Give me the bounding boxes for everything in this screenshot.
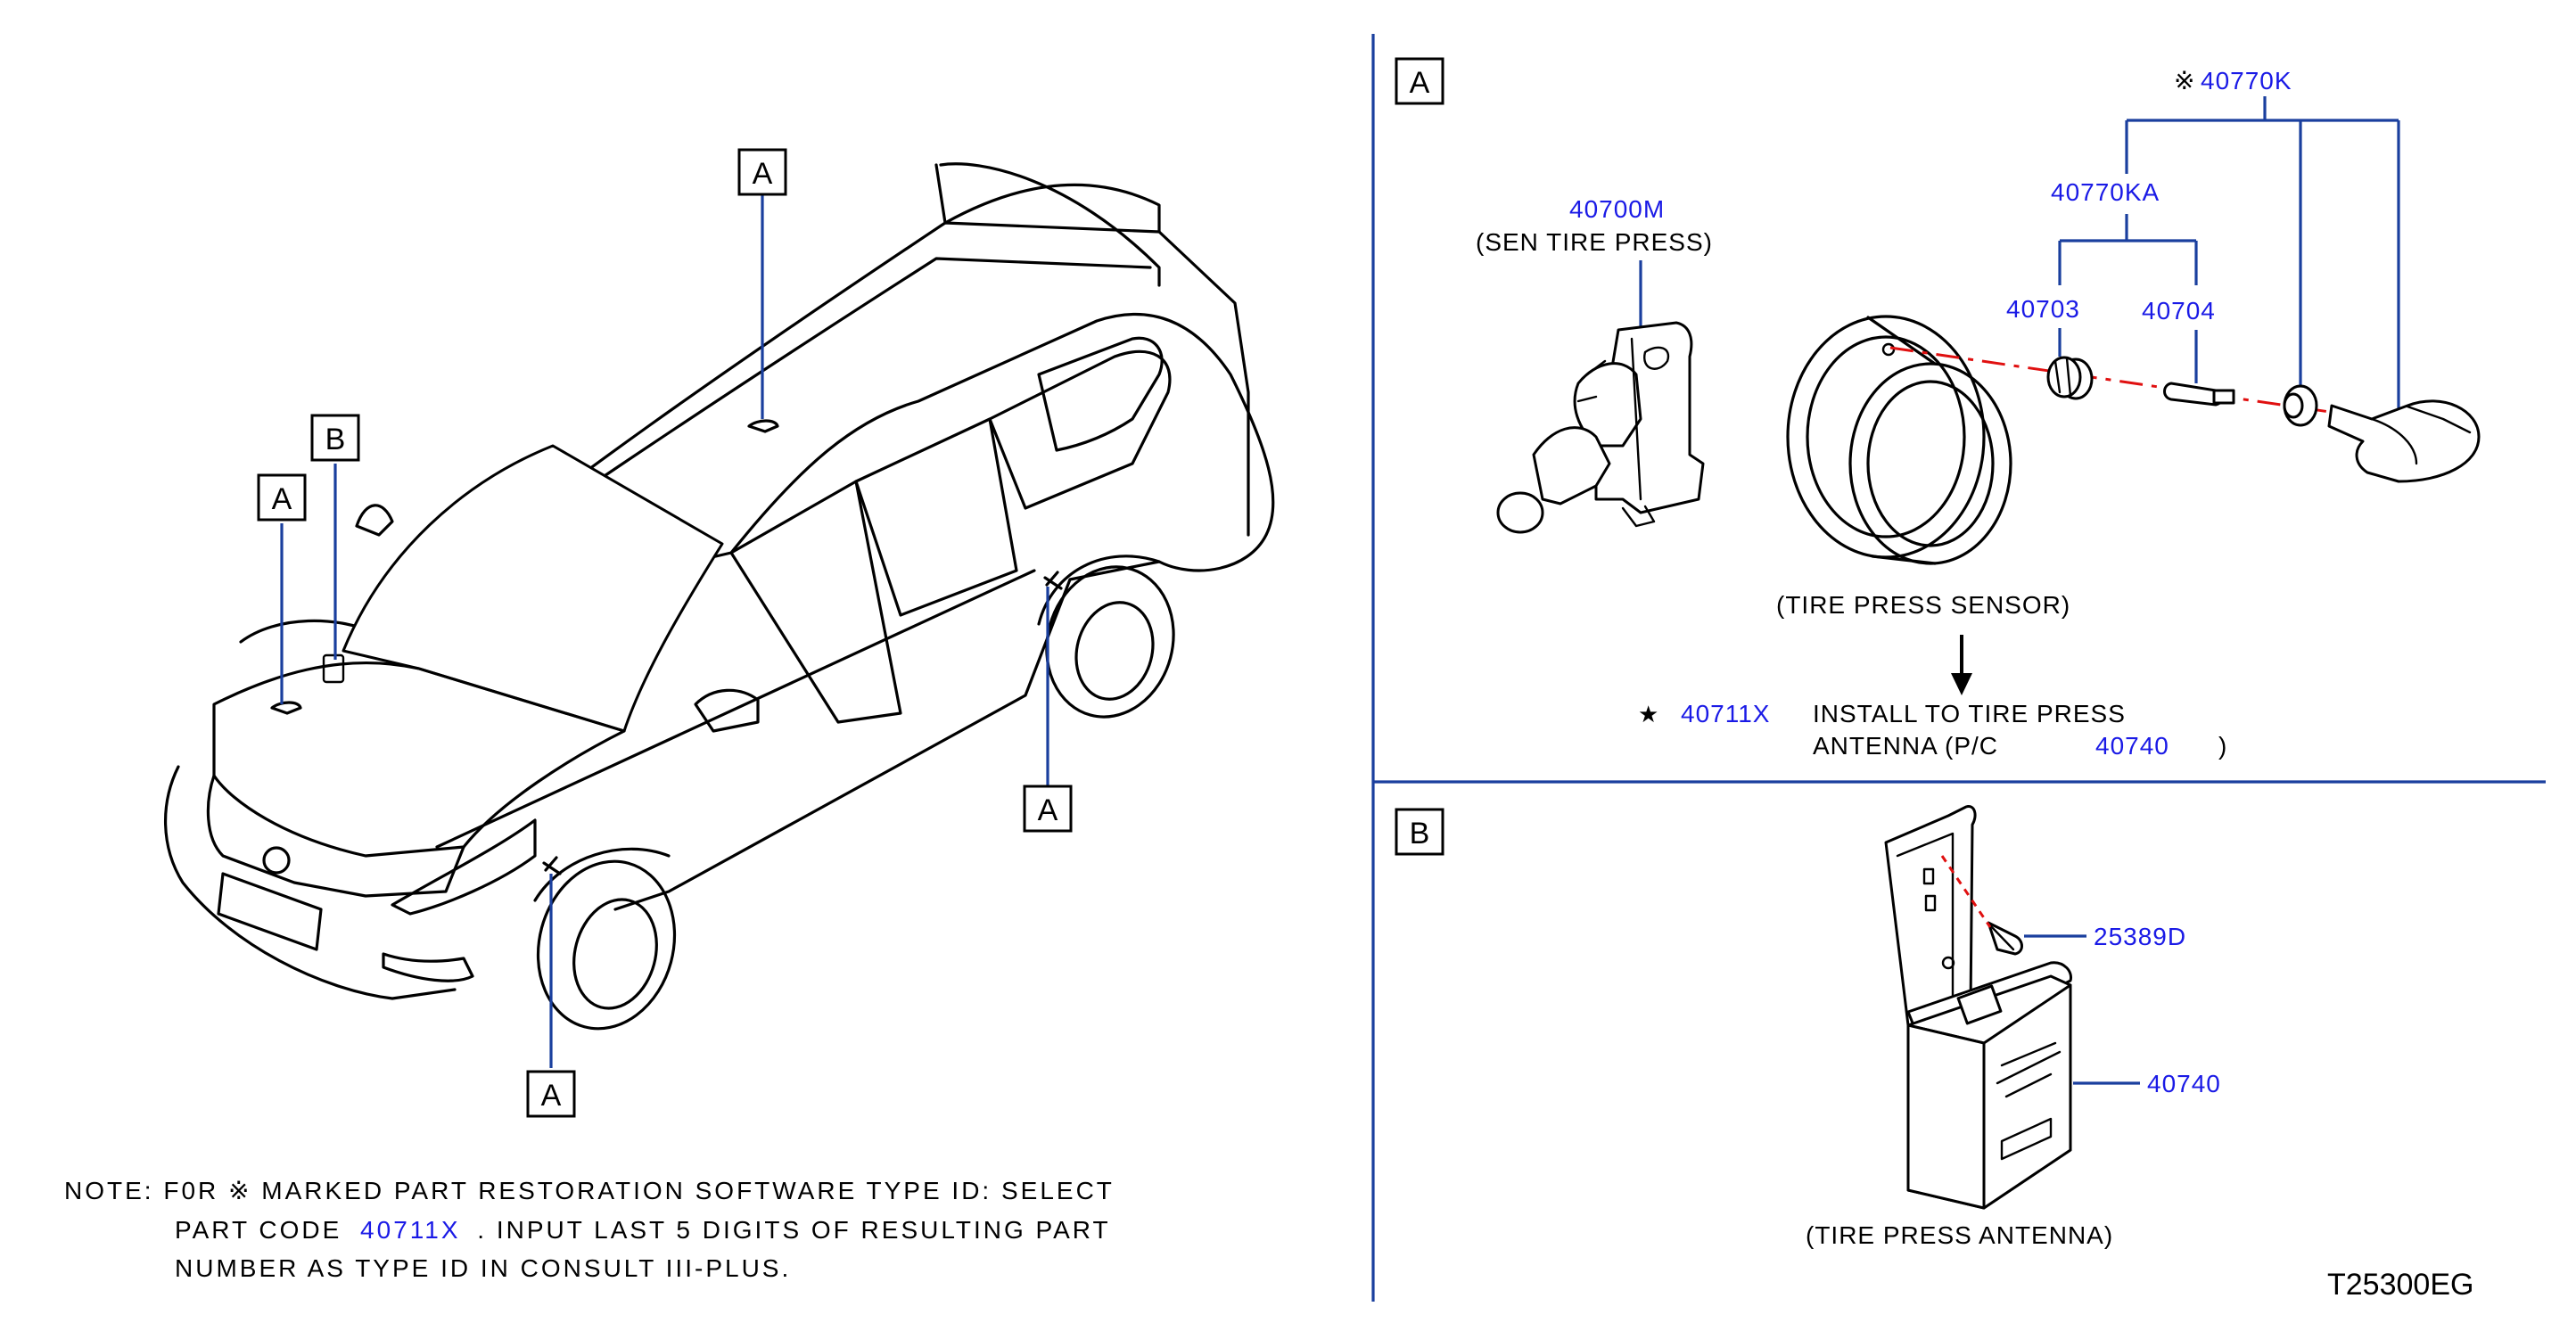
note-line-2: PART CODE 40711X . INPUT LAST 5 DIGITS O… xyxy=(175,1216,1111,1244)
down-arrow xyxy=(1951,635,1972,695)
wheel-rim-illustration xyxy=(1786,315,2012,565)
panel-b: B 25389D 40740 (TIRE xyxy=(1395,805,2221,1249)
valve-40704-illustration xyxy=(2163,382,2235,407)
callout-b-cowl[interactable]: B xyxy=(310,414,360,462)
install-note-close: ) xyxy=(2218,732,2226,760)
callout-a-front-left[interactable]: A xyxy=(257,473,307,522)
install-note-line-2: ANTENNA (P/C xyxy=(1813,732,1998,760)
part-40770K[interactable]: 40770K xyxy=(2201,67,2292,94)
callout-a-roof[interactable]: A xyxy=(737,148,787,196)
part-25389D[interactable]: 25389D xyxy=(2094,923,2186,950)
svg-text:A: A xyxy=(1410,66,1430,100)
antenna-unit-illustration xyxy=(1906,961,2073,1210)
callout-a-rear-wheel[interactable]: A xyxy=(1023,785,1073,833)
sensor-assembly-caption: (TIRE PRESS SENSOR) xyxy=(1776,591,2070,619)
pressure-sensor-illustration xyxy=(1496,321,1705,534)
part-40770KA[interactable]: 40770KA xyxy=(2051,178,2160,206)
grommet-illustration xyxy=(2283,384,2318,427)
vehicle-illustration xyxy=(164,162,1275,1031)
part-40711X[interactable]: 40711X xyxy=(1681,700,1770,727)
antenna-caption: (TIRE PRESS ANTENNA) xyxy=(1806,1221,2113,1249)
assembly-line-a xyxy=(1889,346,2355,417)
svg-text:B: B xyxy=(325,423,346,456)
kit-mark: ※ xyxy=(2174,67,2194,94)
svg-text:A: A xyxy=(1038,793,1058,827)
tpms-unit-illustration xyxy=(2327,399,2481,483)
callout-a-front-wheel[interactable]: A xyxy=(526,1070,576,1118)
svg-text:A: A xyxy=(272,482,292,516)
part-40704[interactable]: 40704 xyxy=(2142,297,2216,325)
svg-text:B: B xyxy=(1410,817,1430,850)
panel-b-tag: B xyxy=(1395,808,1444,856)
note-line-3: NUMBER AS TYPE ID IN CONSULT III-PLUS. xyxy=(175,1254,791,1282)
svg-text:A: A xyxy=(753,157,773,191)
panel-a-tag: A xyxy=(1395,57,1444,105)
screw-illustration xyxy=(1987,921,2023,956)
drawing-code: T25300EG xyxy=(2327,1268,2473,1302)
panel-dividers xyxy=(1371,34,2546,1302)
part-40700M[interactable]: 40700M xyxy=(1569,195,1665,223)
note-line-1: NOTE: F0R ※ MARKED PART RESTORATION SOFT… xyxy=(64,1177,1115,1204)
svg-text:A: A xyxy=(541,1079,562,1113)
kit-tree-lines xyxy=(2125,96,2400,408)
footnote: NOTE: F0R ※ MARKED PART RESTORATION SOFT… xyxy=(64,1177,1115,1282)
vehicle-callout-leaders xyxy=(280,194,1049,1068)
install-note-line-1: INSTALL TO TIRE PRESS xyxy=(1813,700,2126,727)
part-40703[interactable]: 40703 xyxy=(2006,295,2080,323)
sub-kit-tree-lines xyxy=(2058,214,2198,285)
star-mark: ★ xyxy=(1638,701,1658,727)
part-40740[interactable]: 40740 xyxy=(2147,1070,2221,1097)
sensor-name: (SEN TIRE PRESS) xyxy=(1476,228,1713,256)
assembly-line-b xyxy=(1940,855,1992,928)
panel-a: A ※ 40770K 40770KA 40703 40704 40700M (S… xyxy=(1395,57,2481,760)
nut-40703-illustration xyxy=(2046,356,2094,400)
part-40740-ref[interactable]: 40740 xyxy=(2095,732,2169,760)
